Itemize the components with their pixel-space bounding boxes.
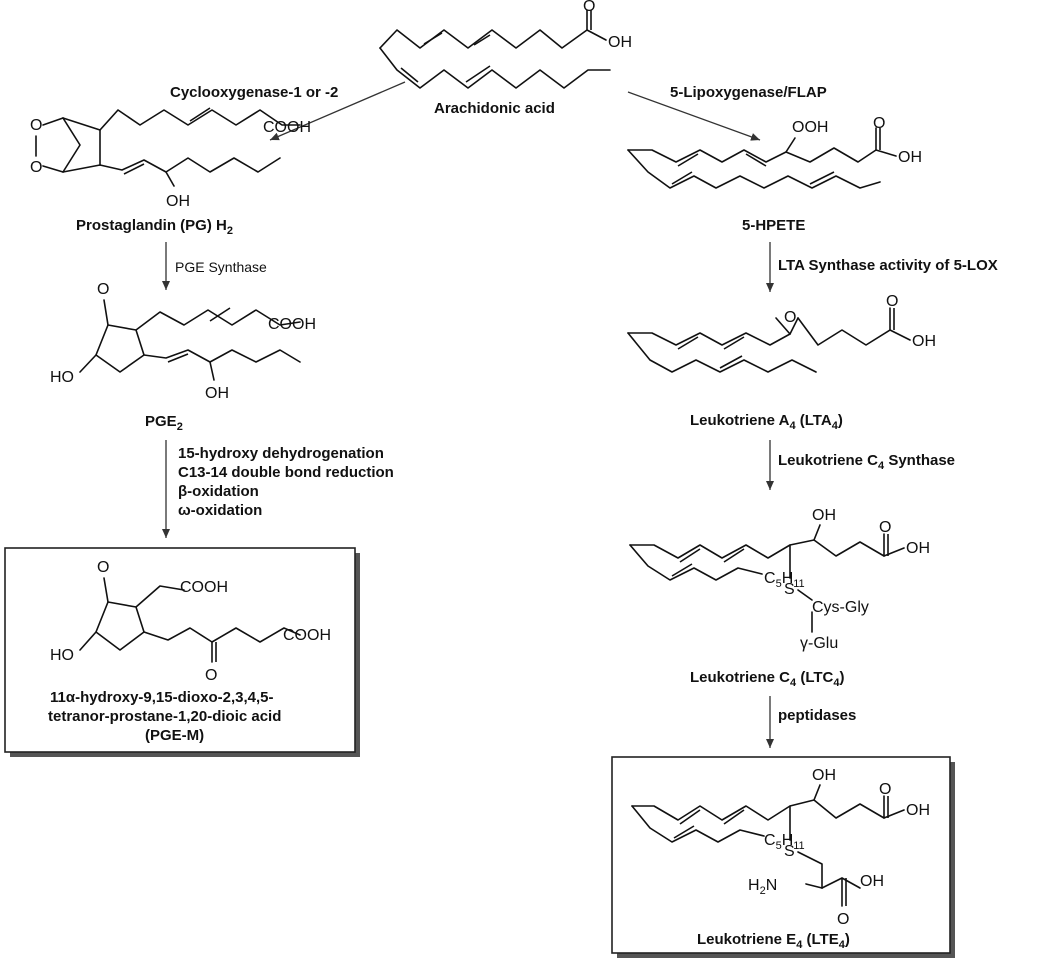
metabolism-step-4: ω-oxidation [178,502,262,519]
oxygen-label: O [784,309,796,326]
c5h11-label: C5H11 [764,832,805,852]
oxygen-label: O [879,781,891,798]
oh-label: OH [608,34,632,51]
sulfur-label: S [784,581,795,598]
lte4-box: OH O OH C5H11 S H2N OH O Leukotriene E4 … [611,756,955,958]
oxygen-label: O [97,281,109,298]
compound-name-hpete: 5-HPETE [742,217,805,234]
oxygen-label: O [837,911,849,928]
enzyme-label-pge-synthase: PGE Synthase [175,259,267,275]
cooh-label: COOH [263,119,311,136]
oh-label: OH [860,873,884,890]
pgem-box: O COOH COOH HO O 11α-hydroxy-9,15-dioxo-… [4,547,360,757]
oh-label: OH [166,193,190,210]
oxygen-label: O [30,117,42,134]
lox-arrow [627,91,761,141]
cys-gly-label: Cys-Gly [812,599,869,616]
oh-label: OH [912,333,936,350]
compound-name-lte4: Leukotriene E4 (LTE4) [697,931,850,951]
oxygen-label: O [886,293,898,310]
oh-label: O [583,0,595,15]
oxygen-label: O [30,159,42,176]
compound-name-pgh2: Prostaglandin (PG) H2 [76,217,233,237]
ltc4-structure: OH O OH C5H11 S Cys-Gly γ-Glu [629,507,930,652]
pgh2-structure: O O COOH OH [30,107,311,210]
metabolism-step-1: 15-hydroxy dehydrogenation [178,445,384,462]
compound-name-pgem-line3: (PGE-M) [145,727,204,744]
oxygen-label: O [873,115,885,132]
compound-name-pge2: PGE2 [145,413,183,433]
enzyme-label-peptidases: peptidases [778,707,856,724]
cox-arrow [269,81,406,141]
cooh-label: COOH [180,579,228,596]
oxygen-label: O [205,667,217,684]
enzyme-label-ltc4-synthase: Leukotriene C4 Synthase [778,452,955,472]
enzyme-label-cox: Cyclooxygenase-1 or -2 [170,84,338,101]
oh-label: OH [906,802,930,819]
sulfur-label: S [784,843,795,860]
oh-label: OH [906,540,930,557]
pge2-structure: O COOH HO OH [50,281,316,402]
compound-name-pgem-line1: 11α-hydroxy-9,15-dioxo-2,3,4,5- [50,689,273,706]
h2n-label: H2N [748,877,777,897]
compound-name-lta4: Leukotriene A4 (LTA4) [690,412,843,432]
gamma-glu-label: γ-Glu [800,635,838,652]
cooh-label: COOH [268,316,316,333]
oh-label: OH [205,385,229,402]
ho-label: HO [50,647,74,664]
compound-name-arachidonic-acid: Arachidonic acid [434,100,555,117]
cooh-label: COOH [283,627,331,644]
enzyme-label-lox: 5-Lipoxygenase/FLAP [670,84,827,101]
arachidonic-acid-structure: O OH [379,0,632,89]
compound-name-ltc4: Leukotriene C4 (LTC4) [690,669,845,689]
compound-name-pgem-line2: tetranor-prostane-1,20-dioic acid [48,708,281,725]
oh-label: OH [812,507,836,524]
oxygen-label: O [97,559,109,576]
oxygen-label: O [879,519,891,536]
c5h11-label: C5H11 [764,570,805,590]
oh-label: OH [898,149,922,166]
metabolism-step-2: C13-14 double bond reduction [178,464,394,481]
lta4-structure: O O OH [627,293,936,373]
metabolism-step-3: β-oxidation [178,483,259,500]
ooh-label: OOH [792,119,828,136]
hpete-structure: OOH O OH [627,115,922,189]
oh-label: OH [812,767,836,784]
ho-label: HO [50,369,74,386]
enzyme-label-lta-synthase: LTA Synthase activity of 5-LOX [778,257,998,274]
